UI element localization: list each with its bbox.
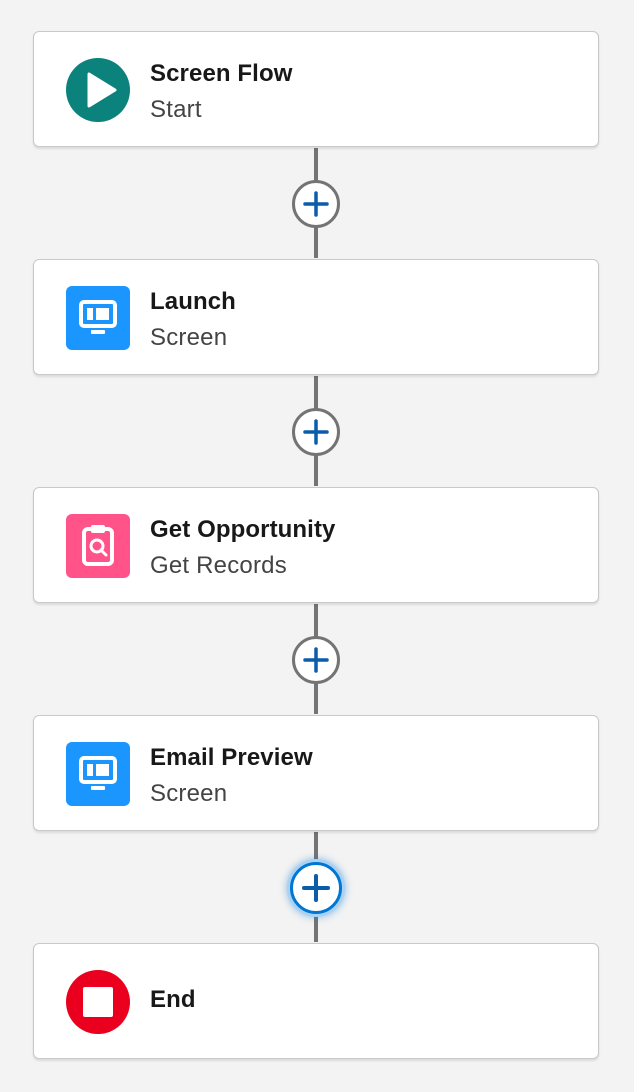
node-title: Get Opportunity (150, 516, 336, 543)
plus-icon (303, 191, 329, 217)
add-element-button-1[interactable] (292, 180, 340, 228)
flow-node-launch[interactable]: Launch Screen (33, 259, 599, 375)
node-type: Screen (150, 324, 228, 351)
add-element-button-2[interactable] (292, 408, 340, 456)
stop-icon (66, 970, 130, 1034)
play-icon (66, 58, 130, 122)
plus-icon (303, 419, 329, 445)
node-title: Screen Flow (150, 60, 293, 87)
screen-icon (66, 286, 130, 350)
flow-node-end[interactable]: End (33, 943, 599, 1059)
node-type: Start (150, 96, 202, 123)
add-element-button-3[interactable] (292, 636, 340, 684)
node-type: Get Records (150, 552, 287, 579)
flow-node-start[interactable]: Screen Flow Start (33, 31, 599, 147)
plus-icon (303, 647, 329, 673)
flow-node-email-preview[interactable]: Email Preview Screen (33, 715, 599, 831)
plus-icon (302, 874, 330, 902)
node-type: Screen (150, 780, 228, 807)
flow-node-get-opportunity[interactable]: Get Opportunity Get Records (33, 487, 599, 603)
node-title: Launch (150, 288, 236, 315)
add-element-button-4[interactable] (290, 862, 342, 914)
node-title: End (150, 986, 196, 1013)
screen-icon (66, 742, 130, 806)
node-title: Email Preview (150, 744, 313, 771)
get-records-icon (66, 514, 130, 578)
